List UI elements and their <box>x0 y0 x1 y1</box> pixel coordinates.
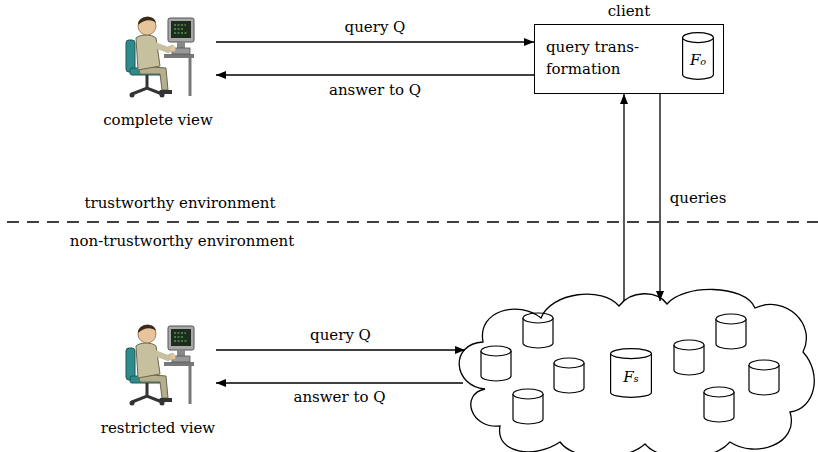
store-name: Fₒ <box>690 51 706 71</box>
cylinder-top <box>611 349 652 359</box>
arrow-connector <box>216 41 534 42</box>
region-label: trustworthy environment <box>84 194 275 212</box>
cylinder-top <box>683 33 714 43</box>
arrow-connector <box>216 349 465 350</box>
user-figure <box>126 17 194 98</box>
box-heading: client <box>608 2 651 20</box>
database-symbol <box>716 314 746 349</box>
database-cylinder: Fₛ <box>610 348 652 398</box>
database-symbol <box>523 313 553 348</box>
edge-label: query Q <box>310 326 371 344</box>
database-symbol <box>481 346 511 381</box>
arrow-connector <box>659 94 660 301</box>
database-symbol <box>554 358 584 393</box>
arrow-connector <box>623 94 624 301</box>
store-name: Fₛ <box>623 368 638 388</box>
database-cylinder: Fₒ <box>682 32 714 80</box>
cloud-shape <box>459 289 814 452</box>
cloud-region: Fₛ <box>455 294 818 452</box>
user-node: restricted view <box>100 314 216 438</box>
edge-label: answer to Q <box>329 81 421 99</box>
region-label: non-trustworthy environment <box>70 232 294 250</box>
database-symbol <box>704 387 734 422</box>
user-caption: restricted view <box>101 419 215 439</box>
cylinder-body <box>611 353 652 397</box>
edge-label: answer to Q <box>293 388 385 406</box>
user-caption: complete view <box>103 111 213 131</box>
arrow-connector <box>216 74 534 75</box>
user-node: complete view <box>100 6 216 130</box>
cylinder-body <box>683 37 714 79</box>
edge-label: queries <box>670 189 727 207</box>
trust-boundary <box>7 221 818 222</box>
user-figure <box>126 325 194 406</box>
database-symbol <box>749 360 779 395</box>
database-symbol <box>513 389 543 424</box>
arrow-connector <box>216 382 463 383</box>
box-text: query trans- formation <box>546 36 658 80</box>
edge-label: query Q <box>345 18 406 36</box>
database-symbol <box>674 340 704 375</box>
client-box: client query trans- formation Fₒ <box>534 2 724 94</box>
